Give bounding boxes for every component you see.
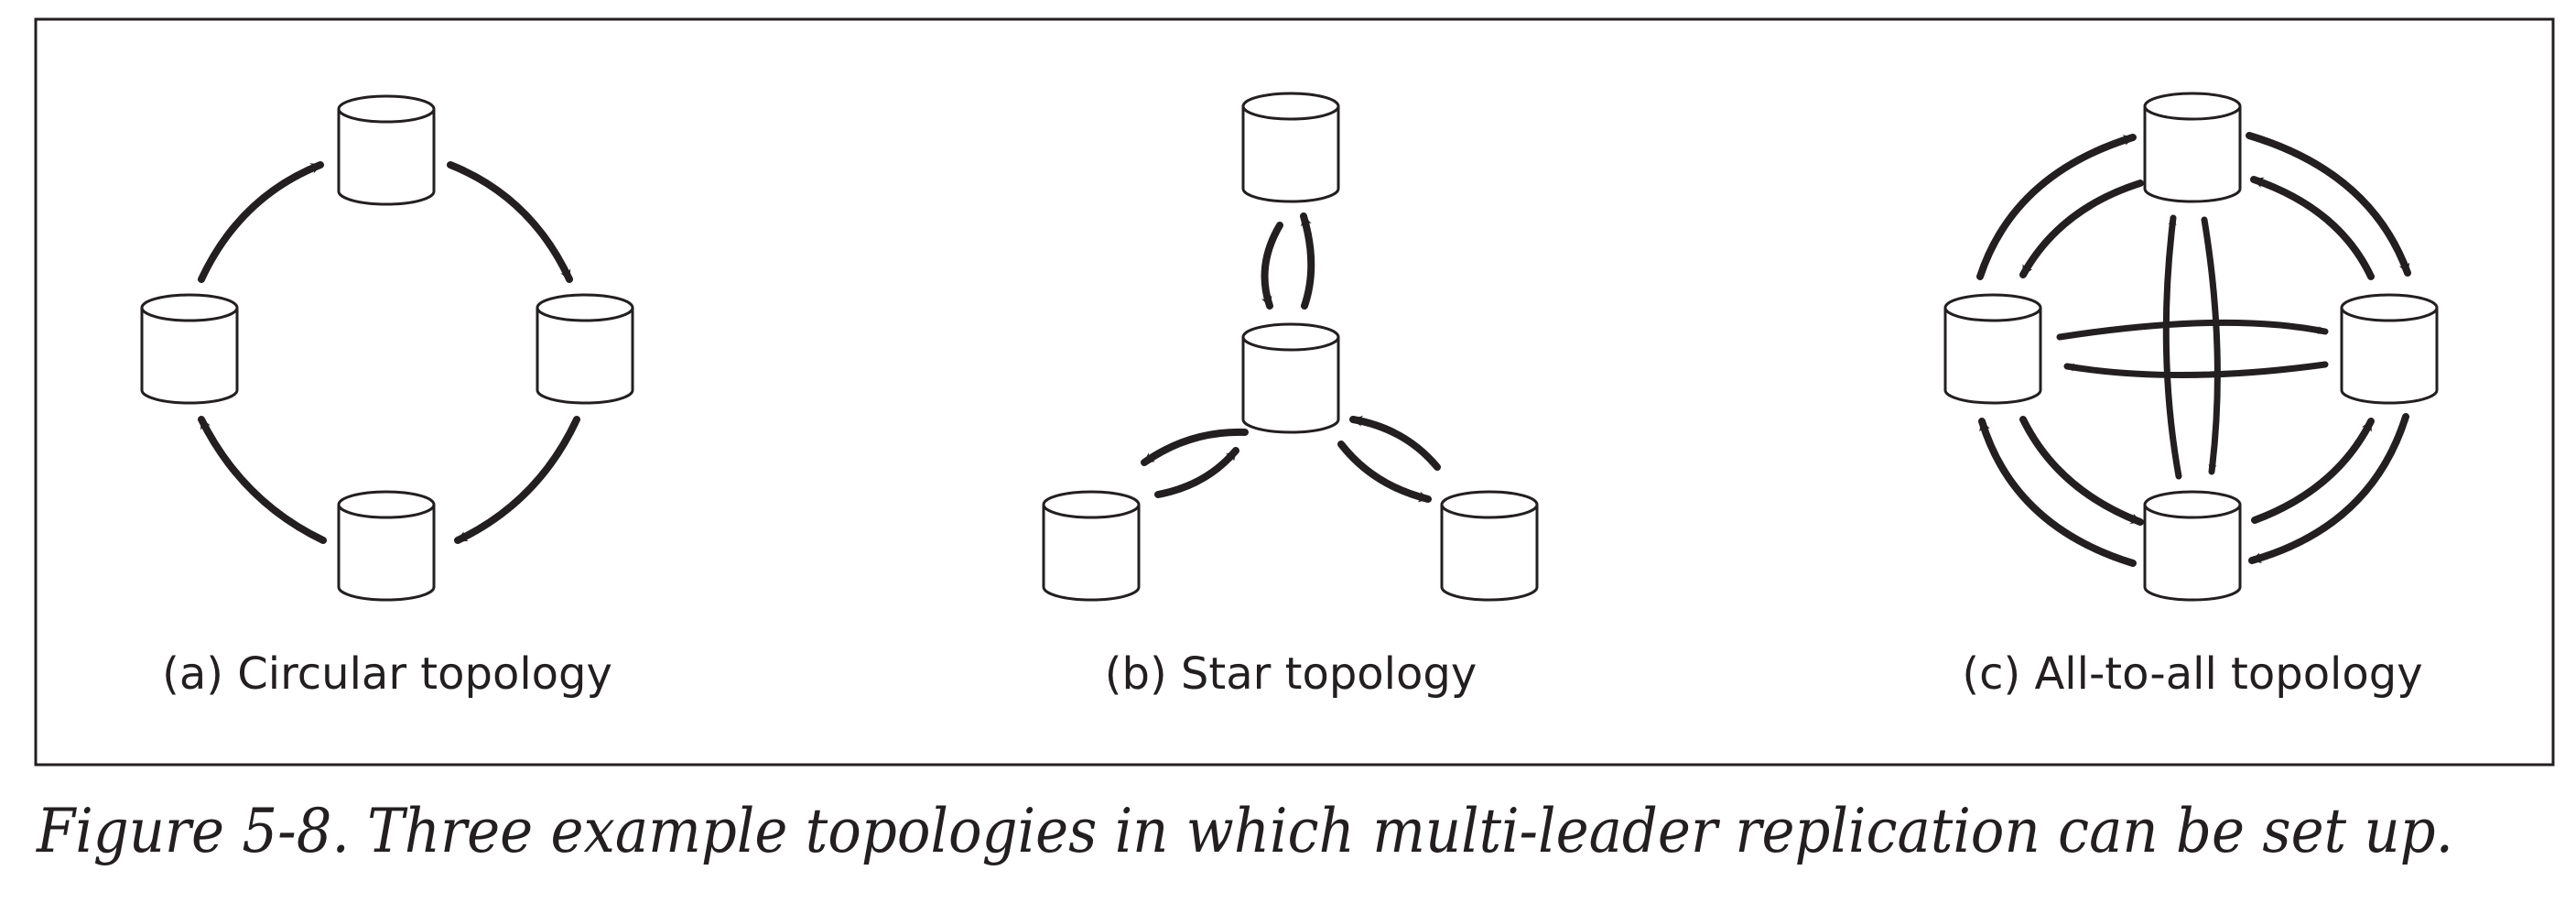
database-icon [2143,505,2242,602]
node-bottom-left [1042,490,1141,602]
arrow-inner-left-to-bottom [2019,416,2144,526]
arrow-outer-top-to-right [2246,132,2411,277]
figure-caption: Figure 5-8. Three example topologies in … [36,796,2453,866]
database-icon [140,308,239,405]
arrow-bottom-to-top [2162,214,2182,480]
node-center [1241,322,1340,434]
panel-star-topology: (b) Star topology [1042,92,1539,700]
database-icon [1943,308,2042,405]
panel-all-to-all-topology: (c) All-to-all topology [1943,92,2439,700]
database-icon [1241,337,1340,434]
arrow-left-to-right [2056,319,2329,341]
node-left [140,293,239,405]
node-bottom [2143,490,2242,602]
panel-label-star: (b) Star topology [1105,648,1477,700]
arrow-center-to-right [1337,441,1432,503]
database-icon [1241,106,1340,203]
database-icon [1440,505,1539,602]
arrow-top-to-right [447,161,573,283]
database-icon [2143,106,2242,203]
arrows-all-to-all [1976,132,2411,567]
arrow-outer-bottom-to-left [1978,418,2137,567]
database-icon [1042,505,1141,602]
arrow-top-to-bottom [2201,216,2221,475]
node-bottom-right [1440,490,1539,602]
arrow-left-to-center [1154,447,1239,498]
arrow-right-to-left [2063,361,2329,379]
database-icon [2340,308,2439,405]
arrow-inner-right-to-top [2250,176,2375,280]
arrows-star [1141,212,1441,503]
arrow-left-to-top [198,161,324,283]
panel-label-all-to-all: (c) All-to-all topology [1962,648,2422,700]
arrow-right-to-bottom [454,416,580,544]
arrows-circular [198,161,580,544]
arrow-top-to-center [1261,222,1283,310]
arrow-center-to-top [1300,212,1315,310]
arrow-inner-bottom-to-right [2251,418,2375,524]
node-right [536,293,634,405]
arrow-inner-top-to-left [2019,180,2144,278]
node-top [1241,92,1340,203]
panel-circular-topology: (a) Circular topology [140,94,634,700]
arrow-right-to-center [1349,415,1441,471]
node-top [337,94,436,206]
database-icon [337,109,436,206]
node-right [2340,293,2439,405]
node-left [1943,293,2042,405]
panel-label-circular: (a) Circular topology [162,648,612,700]
arrow-bottom-to-left [198,416,327,544]
arrow-center-to-left [1141,428,1249,466]
node-top [2143,92,2242,203]
node-bottom [337,490,436,602]
figure-frame [34,17,2555,767]
arrows-cross [2056,214,2329,480]
arrow-outer-left-to-top [1976,134,2137,280]
database-icon [536,308,634,405]
arrow-outer-right-to-bottom [2248,413,2409,564]
database-icon [337,505,436,602]
